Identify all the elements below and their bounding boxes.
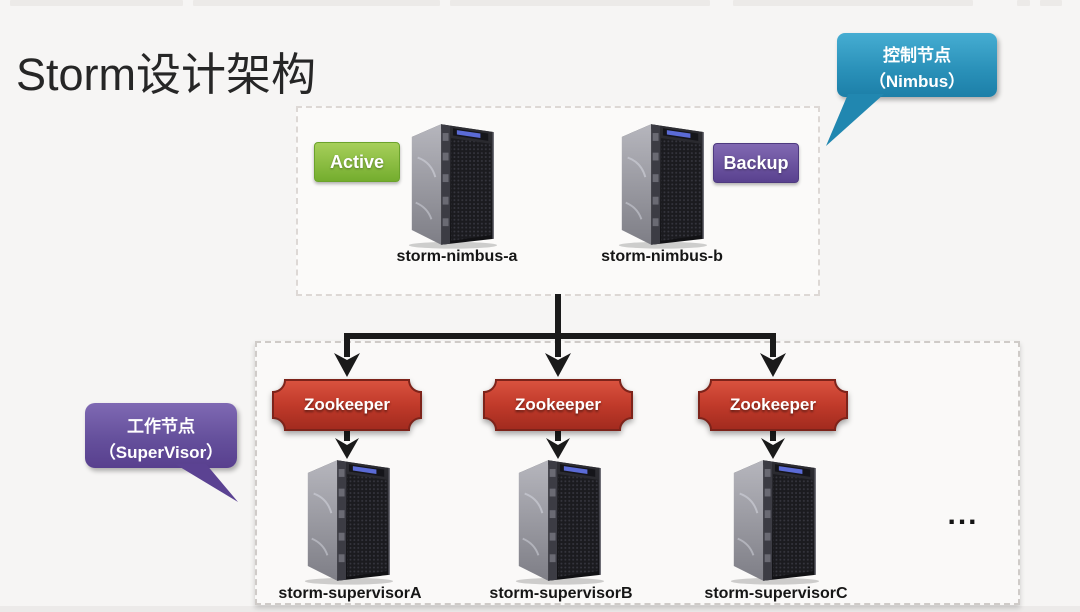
server-name-label: storm-supervisorB (489, 585, 633, 602)
callout-worker-line2: （SuperVisor） (98, 442, 224, 462)
callout-tail (175, 464, 238, 502)
callout-control-line1: 控制节点 (883, 46, 951, 65)
bottom-strip-decoration (0, 606, 1080, 612)
server-name-label: storm-nimbus-a (396, 248, 518, 265)
callout-control-line2: （Nimbus） (868, 71, 966, 91)
top-strip-segment (193, 0, 440, 6)
nimbus-group-box (296, 106, 820, 296)
zookeeper-plaque-shape (483, 379, 633, 431)
zookeeper-node-1: Zookeeper (272, 379, 422, 431)
top-strip-segment (1040, 0, 1062, 6)
server-name-label: storm-supervisorA (278, 585, 422, 602)
server-tower-image-nimbus-a (402, 119, 500, 249)
server-tower-image-supervisor-c (724, 455, 822, 585)
page-title: Storm设计架构 (16, 49, 317, 100)
zookeeper-label: Zookeeper (515, 395, 601, 414)
active-badge: Active (314, 142, 400, 182)
top-strip-segment (1017, 0, 1030, 6)
zookeeper-node-3: Zookeeper (698, 379, 848, 431)
callout-worker-node: 工作节点 （SuperVisor） (85, 403, 238, 502)
backup-badge: Backup (713, 143, 799, 183)
zookeeper-label: Zookeeper (730, 395, 816, 414)
zookeeper-label: Zookeeper (304, 395, 390, 414)
callout-worker-line1: 工作节点 (127, 417, 195, 436)
zookeeper-plaque-shape (272, 379, 422, 431)
server-tower-image-supervisor-b (509, 455, 607, 585)
callout-tail (826, 94, 884, 146)
zookeeper-plaque-shape (698, 379, 848, 431)
top-strip-segment (450, 0, 710, 6)
server-tower-image-nimbus-b (612, 119, 710, 249)
server-name-label: storm-supervisorC (704, 585, 848, 602)
server-name-label: storm-nimbus-b (601, 248, 723, 265)
callout-control-node: 控制节点 （Nimbus） (826, 33, 997, 146)
more-nodes-ellipsis: ... (947, 498, 979, 531)
zookeeper-node-2: Zookeeper (483, 379, 633, 431)
top-strip-segment (10, 0, 183, 6)
top-strip-segment (733, 0, 973, 6)
top-strip-decoration (0, 0, 1080, 7)
server-tower-image-supervisor-a (298, 455, 396, 585)
